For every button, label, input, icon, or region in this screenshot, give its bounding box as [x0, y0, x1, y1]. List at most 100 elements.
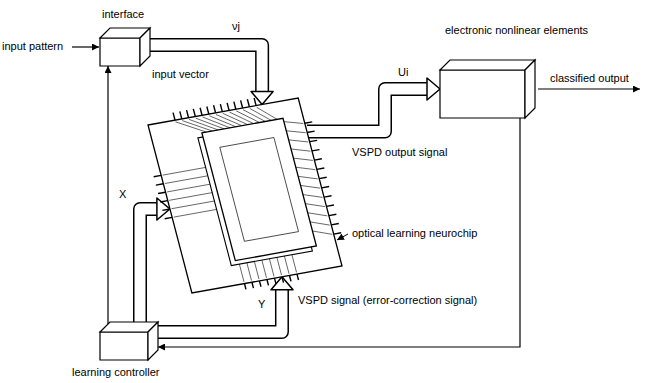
- arrow-body: [307, 89, 427, 132]
- node-label: electronic nonlinear elements: [445, 24, 588, 37]
- pin: [180, 111, 182, 119]
- trace: [284, 122, 303, 124]
- input-label: input pattern: [2, 40, 63, 53]
- pin: [317, 168, 325, 169]
- chip-die: [220, 138, 299, 242]
- pin: [312, 150, 320, 151]
- signal-symbol: νj: [232, 20, 240, 33]
- trace: [298, 176, 318, 179]
- pin: [254, 98, 256, 106]
- cube-side: [525, 60, 535, 118]
- control-wire: [107, 66, 108, 324]
- control-line: [108, 66, 109, 324]
- pin: [207, 107, 209, 115]
- pin: [305, 122, 313, 123]
- pin: [241, 100, 243, 108]
- pin: [173, 113, 175, 121]
- trace: [310, 222, 330, 225]
- pin: [227, 103, 229, 111]
- trace: [301, 185, 321, 188]
- arrow-body: [140, 209, 157, 322]
- pin: [314, 159, 322, 160]
- trace: [289, 140, 308, 142]
- edge-label: VSPD signal (error-correction signal): [298, 294, 477, 307]
- pin: [220, 104, 222, 112]
- pin: [187, 110, 189, 118]
- chip-package: [202, 118, 317, 260]
- port-label: Y: [258, 298, 265, 311]
- signal-arrow: [150, 45, 273, 105]
- node-label: learning controller: [72, 366, 159, 379]
- trace: [291, 149, 310, 151]
- trace: [308, 213, 328, 216]
- pin: [160, 201, 168, 202]
- signal-symbol: Ui: [398, 66, 408, 79]
- arrow-body: [150, 45, 262, 91]
- pin: [200, 108, 202, 116]
- pin: [154, 175, 162, 176]
- trace: [257, 107, 278, 119]
- arrow-outline: [158, 290, 282, 332]
- trace: [312, 231, 332, 234]
- trace: [293, 158, 312, 160]
- trace: [286, 131, 305, 133]
- pin: [331, 223, 339, 224]
- trace: [165, 175, 213, 184]
- trace: [163, 166, 211, 175]
- cube-outline: [100, 28, 150, 66]
- pin: [165, 217, 173, 218]
- pin: [247, 99, 249, 107]
- cube-outline: [100, 322, 158, 360]
- arrow-outline: [307, 89, 427, 132]
- trace: [171, 200, 219, 209]
- trace: [250, 108, 272, 120]
- controller-box: learning controller: [100, 322, 158, 360]
- pin: [267, 280, 269, 286]
- cube-front: [100, 38, 140, 66]
- pin: [324, 196, 332, 197]
- trace: [303, 195, 323, 198]
- neurochip-board: optical learning neurochip: [148, 95, 343, 295]
- pin: [319, 177, 327, 178]
- pin: [158, 192, 166, 193]
- trace: [169, 192, 217, 201]
- trace: [305, 204, 325, 207]
- cube-top: [440, 60, 535, 70]
- node-label: optical learning neurochip: [352, 227, 477, 240]
- pin: [307, 131, 315, 132]
- pin: [334, 233, 342, 234]
- pin: [214, 105, 216, 113]
- pin: [322, 187, 330, 188]
- pin: [162, 209, 170, 210]
- leader-line: [337, 234, 348, 240]
- pin: [310, 140, 318, 141]
- trace: [167, 183, 215, 192]
- pin: [244, 284, 246, 290]
- cube-front: [440, 70, 525, 118]
- pin: [282, 277, 284, 283]
- pin: [156, 184, 164, 185]
- trace: [296, 167, 316, 169]
- arrow-body: [158, 290, 282, 332]
- pin: [329, 214, 337, 215]
- edge-label: input vector: [152, 68, 209, 81]
- port-label: X: [119, 188, 126, 201]
- edge-label: VSPD output signal: [352, 146, 447, 159]
- signal-arrow: [307, 78, 440, 132]
- output-label: classified output: [550, 72, 629, 85]
- input-arrow: [72, 46, 99, 47]
- pin: [297, 274, 299, 280]
- output-arrow: [538, 88, 640, 89]
- cube-side: [148, 322, 158, 360]
- interface-box: interface: [100, 28, 150, 66]
- board-outline: [148, 95, 343, 295]
- pin: [259, 281, 261, 287]
- pin: [234, 102, 236, 110]
- cube-front: [100, 332, 148, 360]
- cube-outline: [440, 60, 535, 118]
- node-label: interface: [102, 8, 144, 21]
- pin: [326, 205, 334, 206]
- trace: [174, 208, 222, 217]
